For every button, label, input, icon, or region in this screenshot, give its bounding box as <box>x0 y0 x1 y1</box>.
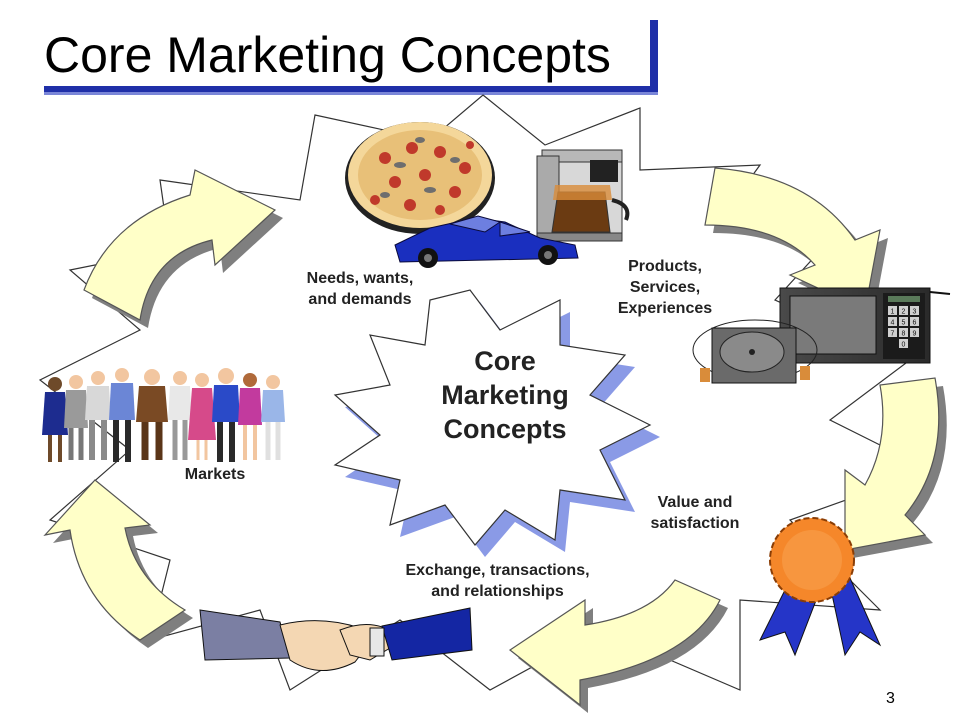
title-block: Core Marketing Concepts <box>30 18 660 95</box>
pizza-icon <box>345 122 495 234</box>
exchange-label-line-2: and relationships <box>431 583 564 600</box>
keypad-key-label: 5 <box>902 320 906 327</box>
keypad-key <box>899 317 908 326</box>
keypad-key-label: 8 <box>902 331 906 338</box>
products-label-line-1: Products, <box>628 258 702 275</box>
keypad-key <box>910 306 919 315</box>
keypad-key-label: 7 <box>891 331 895 338</box>
value-label: Value and satisfaction <box>620 492 770 534</box>
keypad-key-label: 4 <box>891 320 895 327</box>
title-underline-shadow <box>44 92 658 95</box>
keypad-key <box>899 306 908 315</box>
center-label-line-3: Concepts <box>443 414 567 444</box>
keypad-key-label: 1 <box>891 309 895 316</box>
needs-label-line-2: and demands <box>308 291 412 308</box>
handshake-icon <box>199 607 473 671</box>
page-title: Core Marketing Concepts <box>44 27 611 83</box>
needs-label-line-1: Needs, wants, <box>306 270 414 287</box>
products-label-line-3: Experiences <box>617 300 713 317</box>
keypad-key-label: 0 <box>902 342 906 349</box>
people-group-icon <box>42 368 285 462</box>
value-label-line-1: Value and <box>657 494 733 511</box>
disc-player-icon <box>692 319 818 384</box>
keypad-key-label: 2 <box>902 309 906 316</box>
keypad-key <box>910 317 919 326</box>
cycle-arrows <box>43 167 947 713</box>
keypad-key <box>888 328 897 337</box>
center-label: Core Marketing Concepts <box>400 344 610 446</box>
markets-label: Markets <box>160 464 270 485</box>
markets-label-line-1: Markets <box>184 466 246 483</box>
keypad-key <box>910 328 919 337</box>
exchange-label: Exchange, transactions, and relationship… <box>355 560 640 602</box>
keypad-key <box>899 339 908 348</box>
car-icon <box>394 215 579 268</box>
ribbon-award-icon <box>759 517 882 657</box>
value-label-line-2: satisfaction <box>650 515 740 532</box>
keypad-key <box>888 306 897 315</box>
products-label: Products, Services, Experiences <box>590 256 740 319</box>
title-underline <box>44 86 656 92</box>
keypad-key-label: 6 <box>913 320 917 327</box>
center-label-line-2: Marketing <box>441 380 569 410</box>
title-side-rule <box>650 20 658 92</box>
exchange-label-line-1: Exchange, transactions, <box>405 562 590 579</box>
products-label-line-2: Services, <box>629 279 701 296</box>
keypad-key-label: 9 <box>913 331 917 338</box>
keypad-key <box>888 317 897 326</box>
center-starburst <box>333 289 652 546</box>
center-label-line-1: Core <box>474 346 536 376</box>
needs-label: Needs, wants, and demands <box>280 268 440 310</box>
keypad-key <box>899 328 908 337</box>
coffee-maker-icon <box>536 149 630 242</box>
page-number: 3 <box>886 690 895 707</box>
keypad-key-label: 3 <box>913 309 917 316</box>
